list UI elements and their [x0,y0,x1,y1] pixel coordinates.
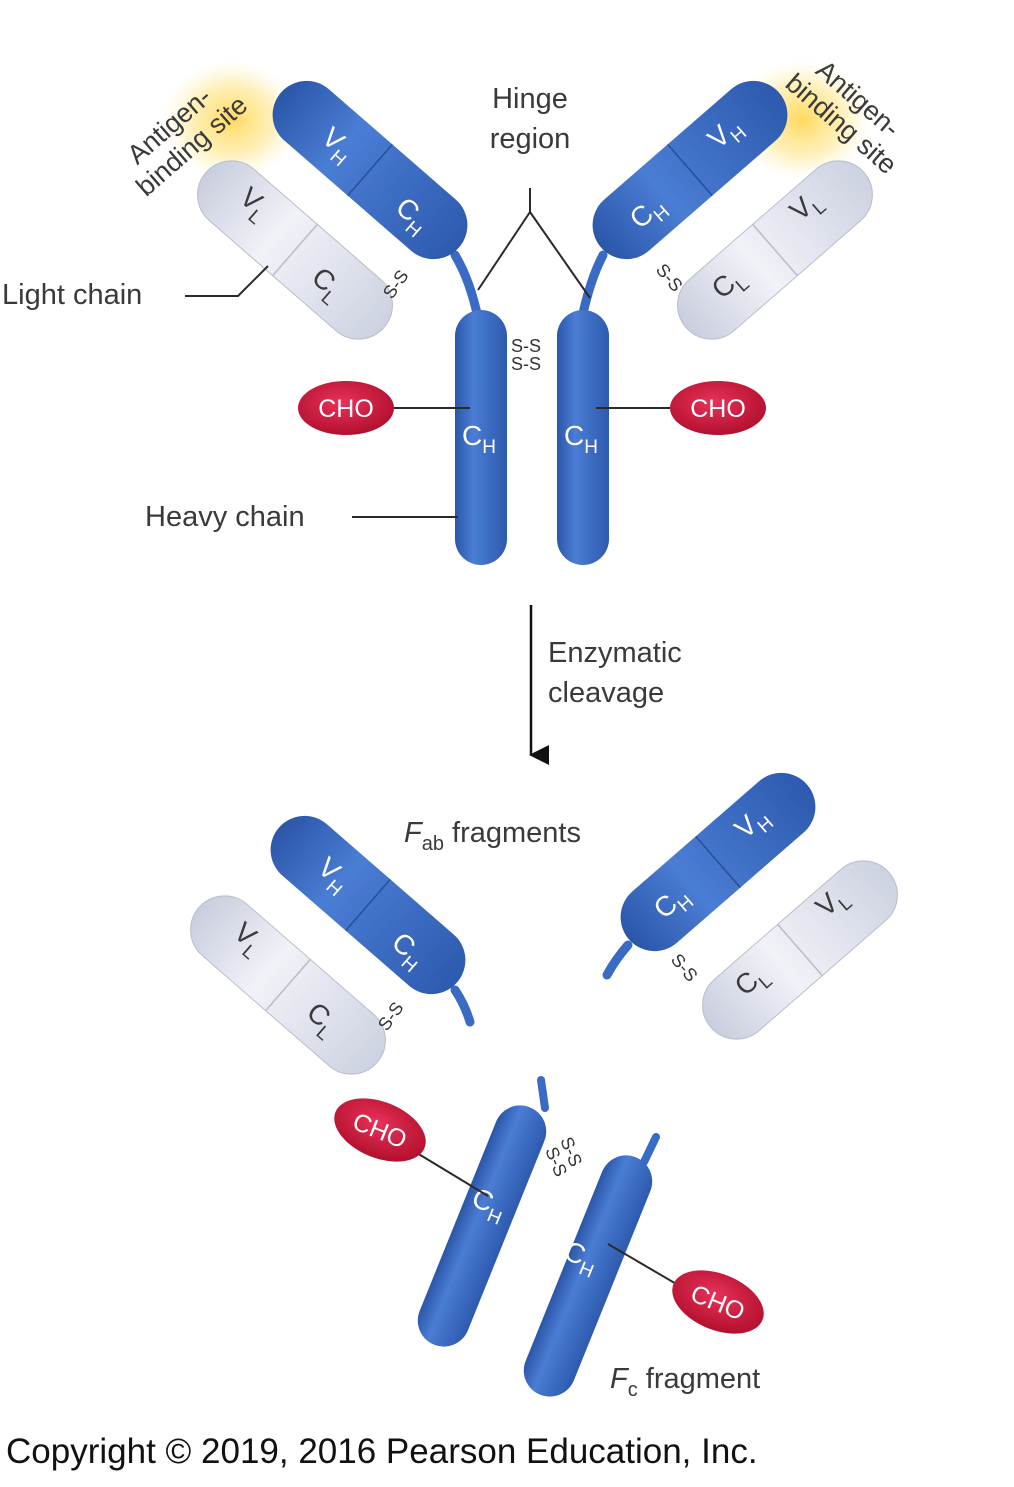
fab-tail-left [450,985,475,1027]
cho-label-left: CHO [318,395,374,423]
disulfide-bond-hinge-1: S-S [511,336,541,356]
fc-tail-left [537,1076,549,1112]
light-chain-right [677,160,873,340]
heavy-chain-stem-left [455,310,507,565]
light-chain-label: Light chain [2,279,142,311]
heavy-chain-stem-right [557,310,609,565]
hinge-region-label-line1: Hinge [492,83,568,115]
copyright-notice: Copyright © 2019, 2016 Pearson Education… [6,1432,758,1471]
fab-tail-right [602,940,633,980]
fc-fragment-label: Fc fragment [610,1363,760,1401]
fc-cho-oval-left: CHO [334,1098,426,1162]
fc-cho-oval-right: CHO [672,1270,764,1334]
cho-oval-left [298,381,394,435]
cho-label-right: CHO [690,395,746,423]
fc-cho-connector-left [411,1149,489,1197]
hinge-tail-right [577,250,608,323]
hinge-region-pointer [477,188,591,299]
heavy-chain-label: Heavy chain [145,501,305,533]
hinge-tail-left [450,250,483,323]
enzymatic-cleavage-label-line1: Enzymatic [548,637,682,669]
fab-heavy-chain-left [270,815,466,995]
domain-label-ch-stem-right: CH [564,420,598,458]
antigen-binding-site-glow-left [162,60,302,180]
fab-heavy-chain-right [620,772,816,952]
fc-heavy-chain-left [417,1105,547,1347]
domain-label-ch-stem-left: CH [462,420,496,458]
light-chain-left [197,160,393,340]
heavy-chain-arm-left [272,80,468,260]
fab-light-chain-left [190,895,386,1075]
heavy-chain-arm-right [592,80,788,260]
fab-light-chain-right [702,860,898,1040]
fc-heavy-chain-right [523,1155,653,1397]
fab-right-disulfide: S-S [667,950,702,986]
hinge-region-label-line2: region [490,123,571,155]
fab-fragments-label: Fab fragments [404,817,581,855]
light-chain-pointer [185,265,269,297]
fc-tail-right [640,1133,660,1166]
enzymatic-cleavage-label-line2: cleavage [548,677,664,709]
cho-oval-right [670,381,766,435]
disulfide-bond-hinge-2: S-S [511,354,541,374]
